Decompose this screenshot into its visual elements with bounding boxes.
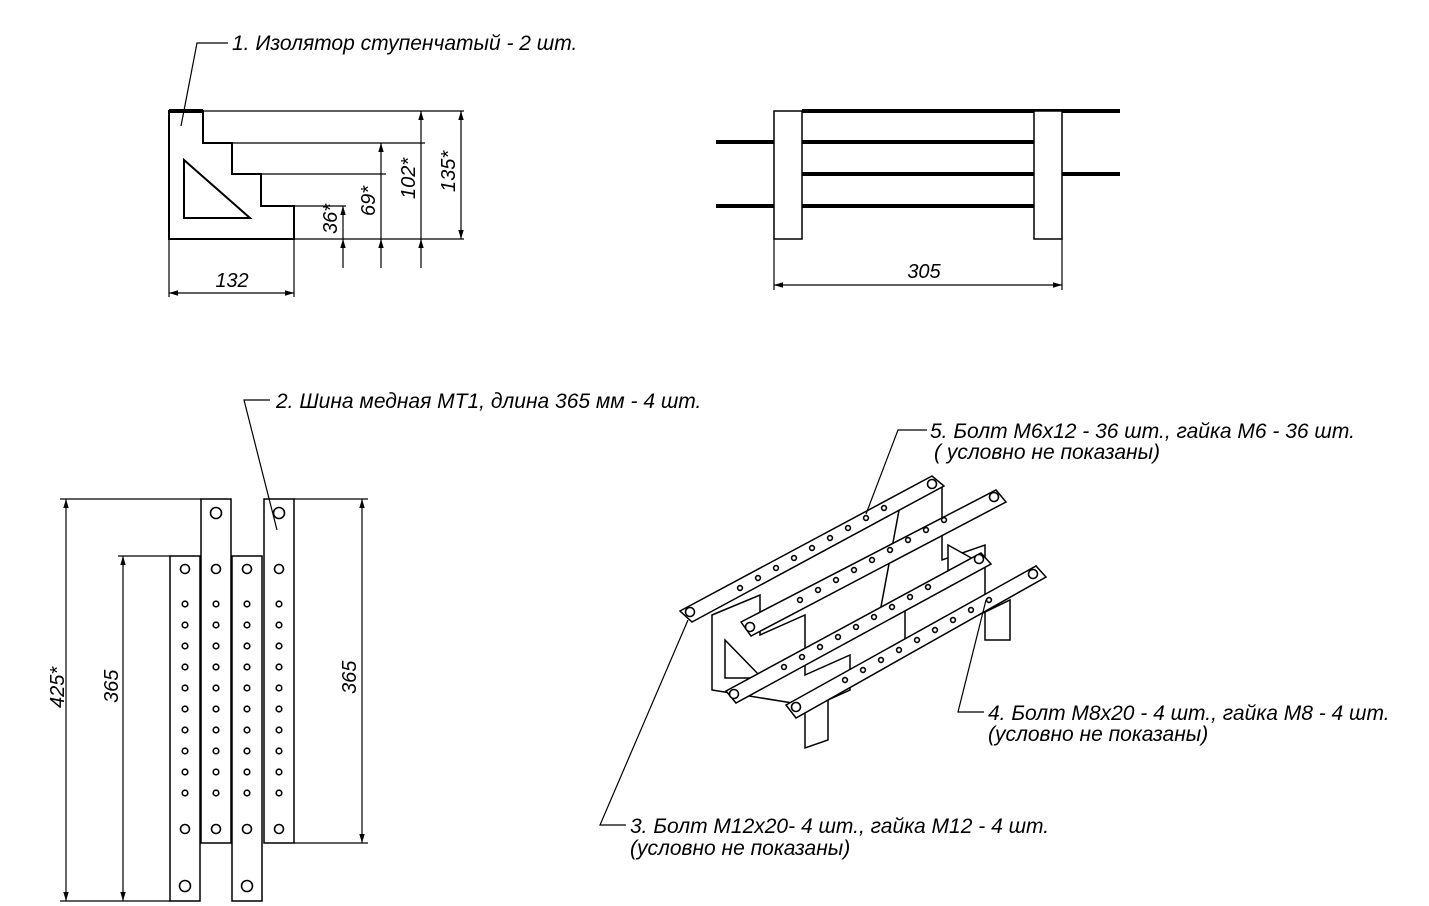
dim-top-view-length: 305	[907, 261, 941, 283]
dim-busbar-length-left: 365	[101, 669, 123, 703]
assembly-isometric-view: 5. Болт М6х12 - 36 шт., гайка М6 - 36 шт…	[599, 420, 1390, 860]
assembly-top-view: 305	[716, 109, 1120, 290]
busbars-front-view: 425* 365 365 2. Шина медная МТ1, длина 3…	[47, 390, 701, 902]
label-item-5-line1: 5. Болт М6х12 - 36 шт., гайка М6 - 36 шт…	[930, 420, 1355, 443]
dim-step-36: 36*	[320, 203, 342, 234]
label-item-3-line2: (условно не показаны)	[630, 837, 850, 860]
label-item-4-line2: (условно не показаны)	[988, 723, 1208, 746]
isometric-holes	[684, 478, 1039, 713]
dim-step-69: 69*	[358, 185, 380, 216]
dim-busbar-length-right: 365	[339, 660, 361, 694]
dim-step-135: 135*	[438, 150, 460, 192]
label-item-1: 1. Изолятор ступенчатый - 2 шт.	[232, 32, 577, 55]
label-item-4-line1: 4. Болт М8х20 - 4 шт., гайка М8 - 4 шт.	[988, 702, 1390, 725]
label-item-3-line1: 3. Болт М12х20- 4 шт., гайка М12 - 4 шт.	[630, 815, 1049, 838]
busbar-holes	[178, 506, 286, 893]
dim-busbar-overall: 425*	[47, 666, 69, 708]
insulator-side-view: 132 36* 69* 102* 135* 1. Изолятор ступен…	[168, 32, 577, 297]
label-item-2: 2. Шина медная МТ1, длина 365 мм - 4 шт.	[275, 390, 701, 413]
dim-step-102: 102*	[398, 157, 420, 199]
dim-insulator-width: 132	[215, 270, 248, 292]
label-item-5-line2: ( условно не показаны)	[934, 441, 1160, 464]
